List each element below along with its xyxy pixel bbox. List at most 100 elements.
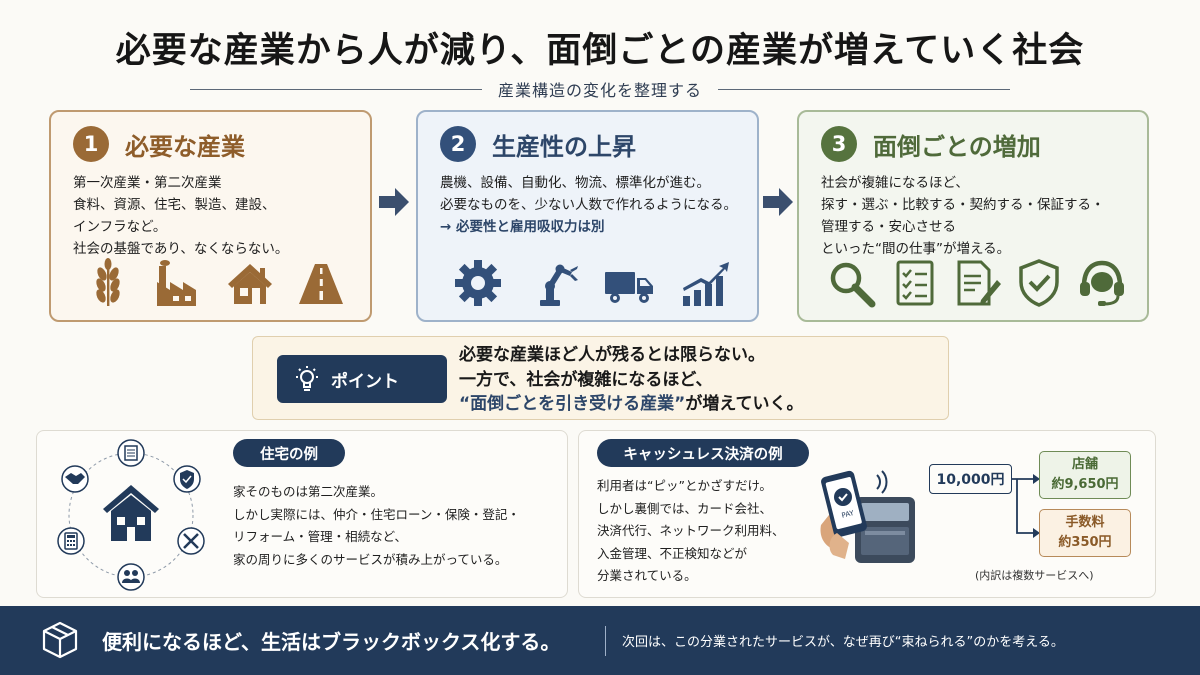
housing-line: リフォーム・管理・相続など、 [233, 529, 408, 544]
split-arrows-icon [1009, 461, 1041, 547]
point-label: ポイント [331, 371, 399, 392]
point-text: 必要な産業ほど人が残るとは限らない。 一方で、社会が複雑になるほど、 “面倒ごと… [459, 343, 804, 417]
checklist-icon [889, 258, 941, 308]
card-necessary-industry: 1 必要な産業 第一次産業・第二次産業 食料、資源、住宅、製造、建設、 インフラ… [49, 110, 372, 322]
point-callout: ポイント 必要な産業ほど人が残るとは限らない。 一方で、社会が複雑になるほど、 … [252, 336, 949, 420]
cashless-tag: キャッシュレス決済の例 [597, 439, 809, 467]
card-productivity-rise: 2 生産性の上昇 農機、設備、自動化、物流、標準化が進む。 必要なものを、少ない… [416, 110, 759, 322]
cashless-example-panel: キャッシュレス決済の例 利用者は“ピッ”とかざすだけ。 しかし裏側では、カード会… [578, 430, 1156, 598]
card-line: 農機、設備、自動化、物流、標準化が進む。 [440, 175, 710, 191]
search-icon [826, 258, 878, 308]
point-line-highlight: “面倒ごとを引き受ける産業”が増えていく。 [459, 392, 804, 417]
card-note: → 必要性と雇用吸収力は別 [440, 219, 605, 235]
step-number-badge: 3 [821, 126, 857, 162]
factory-icon [153, 258, 205, 308]
footer-message: 便利になるほど、生活はブラックボックス化する。 [102, 630, 561, 654]
housing-example-panel: 住宅の例 家そのものは第二次産業。 しかし実際には、仲介・住宅ローン・保険・登記… [36, 430, 568, 598]
card-line: 第一次産業・第二次産業 [73, 175, 222, 191]
lightbulb-icon [293, 365, 321, 393]
card-line: 社会の基盤であり、なくならない。 [73, 241, 289, 257]
card-line: 探す・選ぶ・比較する・契約する・保証する・ [821, 197, 1105, 213]
store-amount: 約9,650円 [1051, 477, 1119, 492]
phone-pay-icon: PAY [820, 470, 867, 559]
housing-line: しかし実際には、仲介・住宅ローン・保険・登記・ [233, 506, 520, 522]
contactless-waves-icon [876, 470, 888, 494]
shield-check-icon [173, 465, 201, 493]
footer-divider [605, 626, 606, 656]
cashless-line: 分業されている。 [597, 568, 697, 583]
housing-line: 家そのものは第二次産業。 [233, 484, 384, 499]
cashless-line: しかし裏側では、カード会社、 [597, 500, 773, 516]
calculator-icon [57, 527, 85, 555]
people-icon [117, 563, 145, 591]
fee-amount: 約350円 [1058, 535, 1112, 550]
page-title: 必要な産業から人が減り、面倒ごとの産業が増えていく社会 [115, 31, 1085, 71]
store-label: 店舗 [1071, 457, 1098, 472]
cashless-line: 入金管理、不正検知などが [597, 545, 748, 561]
step-number-badge: 1 [73, 126, 109, 162]
card-header: 2 生産性の上昇 [440, 126, 636, 162]
page-subtitle: 産業構造の変化を整理する [498, 81, 703, 100]
card-body: 第一次産業・第二次産業 食料、資源、住宅、製造、建設、 インフラなど。 社会の基… [73, 172, 360, 260]
headset-icon [1076, 258, 1128, 308]
contract-icon [951, 258, 1003, 308]
growth-chart-icon [679, 258, 731, 308]
road-icon [295, 258, 347, 308]
card-line: インフラなど。 [73, 219, 167, 235]
handshake-icon [61, 465, 89, 493]
divider-right [718, 88, 1011, 90]
robot-arm-icon [528, 258, 580, 308]
fee-label: 手数料 [1065, 515, 1105, 530]
gear-icon [452, 258, 504, 308]
card-hassle-increase: 3 面倒ごとの増加 社会が複雑になるほど、 探す・選ぶ・比較する・契約する・保証… [797, 110, 1149, 322]
footer-next-note: 次回は、この分業されたサービスが、なぜ再び“束ねられる”のかを考える。 [622, 635, 1064, 650]
housing-services-wheel [43, 435, 219, 595]
payment-amount: 10,000円 [929, 464, 1012, 494]
divider-left [190, 88, 482, 90]
housing-line: 家の周りに多くのサービスが積み上がっている。 [233, 551, 508, 567]
card-title: 必要な産業 [125, 132, 245, 161]
footer-banner: 便利になるほど、生活はブラックボックス化する。 次回は、この分業されたサービスが… [0, 606, 1200, 675]
card-header: 3 面倒ごとの増加 [821, 126, 1041, 162]
icon-row [440, 258, 743, 308]
point-highlight: “面倒ごとを引き受ける産業” [459, 394, 686, 414]
step-number-badge: 2 [440, 126, 476, 162]
truck-icon [603, 258, 655, 308]
wheat-icon [82, 258, 134, 308]
tools-icon [177, 527, 205, 555]
house-icon [103, 485, 159, 541]
card-line: 食料、資源、住宅、製造、建設、 [73, 197, 276, 213]
arrow-right-icon [763, 188, 793, 216]
card-title: 面倒ごとの増加 [873, 132, 1041, 161]
housing-tag: 住宅の例 [233, 439, 345, 467]
fee-box: 手数料 約350円 [1039, 509, 1131, 557]
card-body: 社会が複雑になるほど、 探す・選ぶ・比較する・契約する・保証する・ 管理する・安… [821, 172, 1137, 260]
housing-text: 家そのものは第二次産業。 しかし実際には、仲介・住宅ローン・保険・登記・ リフォ… [233, 481, 520, 571]
store-box: 店舗 約9,650円 [1039, 451, 1131, 499]
house-icon [224, 258, 276, 308]
card-line: 管理する・安心させる [821, 219, 956, 235]
payment-illustration: PAY [815, 459, 921, 569]
point-line: 一方で、社会が複雑になるほど、 [459, 369, 713, 390]
card-header: 1 必要な産業 [73, 126, 245, 162]
box-icon [40, 620, 80, 660]
breakdown-note: (内訳は複数サービスへ) [975, 569, 1094, 582]
point-badge: ポイント [277, 355, 447, 403]
card-line: 社会が複雑になるほど、 [821, 175, 969, 191]
shield-check-icon [1013, 258, 1065, 308]
document-icon [117, 439, 145, 467]
svg-text:PAY: PAY [841, 509, 856, 520]
point-tail: が増えていく。 [685, 394, 804, 414]
icon-row [73, 258, 356, 308]
arrow-right-icon [379, 188, 409, 216]
card-line: 必要なものを、少ない人数で作れるようになる。 [440, 197, 737, 213]
cashless-text: 利用者は“ピッ”とかざすだけ。 しかし裏側では、カード会社、 決済代行、ネットワ… [597, 475, 785, 588]
subtitle-row: 産業構造の変化を整理する [190, 78, 1011, 100]
card-body: 農機、設備、自動化、物流、標準化が進む。 必要なものを、少ない人数で作れるように… [440, 172, 747, 238]
cashless-line: 利用者は“ピッ”とかざすだけ。 [597, 478, 772, 493]
card-line: といった“間の仕事”が増える。 [821, 241, 1011, 257]
card-terminal-icon [855, 497, 915, 563]
icon-row [821, 258, 1133, 308]
point-line: 必要な産業ほど人が残るとは限らない。 [459, 345, 765, 365]
cashless-line: 決済代行、ネットワーク利用料、 [597, 523, 785, 538]
